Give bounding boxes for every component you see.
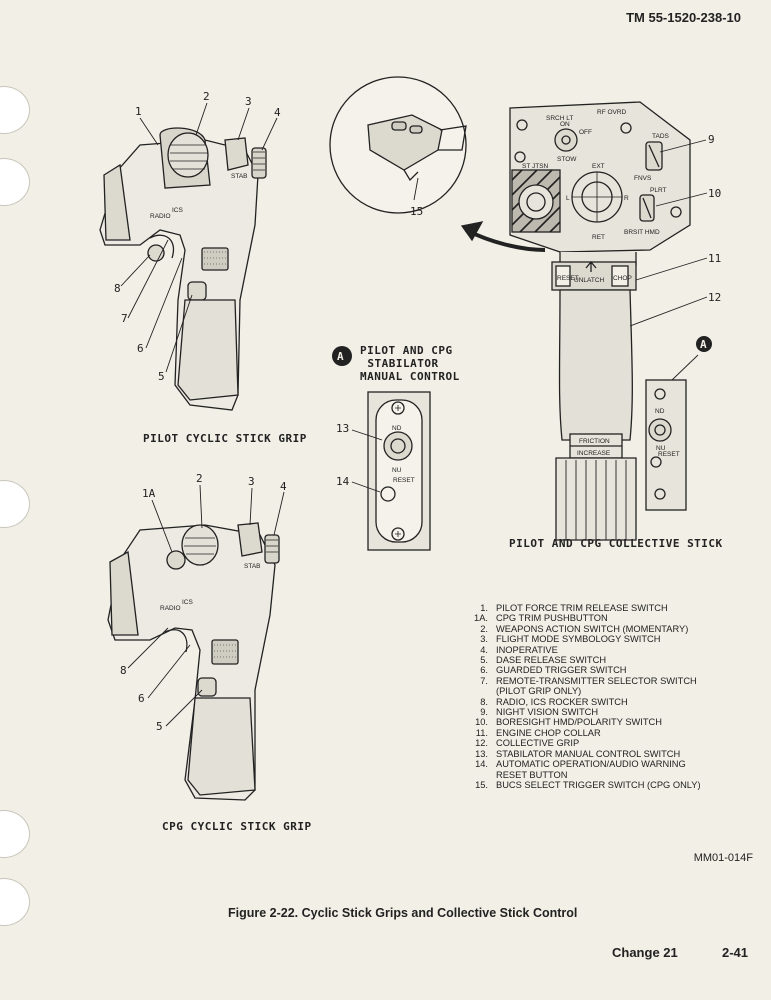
- legend-item: 7.REMOTE-TRANSMITTER SELECTOR SWITCH: [480, 675, 697, 686]
- l-label: L: [566, 195, 570, 202]
- legend-item: 10.BORESIGHT HMD/POLARITY SWITCH: [475, 717, 662, 728]
- callout-2-cpg: 2: [196, 472, 203, 485]
- ics-label: ICS: [172, 207, 184, 214]
- page-number: 2-41: [722, 945, 749, 960]
- detail-a-title: PILOT AND CPG STABILATOR MANUAL CONTROL: [360, 344, 460, 383]
- legend-item: 1.PILOT FORCE TRIM RELEASE SWITCH: [480, 603, 668, 613]
- legend-item: 14.AUTOMATIC OPERATION/AUDIO WARNING: [475, 759, 686, 770]
- callout-4-cpg: 4: [280, 480, 287, 493]
- legend-item: 9.NIGHT VISION SWITCH: [480, 707, 599, 718]
- legend-item-continuation: RESET BUTTON: [496, 769, 568, 780]
- reset-collar-label: RESET: [557, 275, 579, 282]
- callout-3-cpg: 3: [248, 475, 255, 488]
- reset-label: RESET: [393, 477, 415, 484]
- callout-5: 5: [158, 370, 165, 383]
- off-label: OFF: [579, 129, 592, 136]
- callout-7: 7: [121, 312, 128, 325]
- callout-14: 14: [336, 475, 350, 488]
- callout-12: 12: [708, 291, 721, 304]
- collective-grip-drawing: SRCH LT ON OFF STOW RF OVRD TADS FNVS PL…: [509, 101, 708, 541]
- chop-label: CHOP: [613, 275, 632, 282]
- parts-legend: 1.PILOT FORCE TRIM RELEASE SWITCH 1A.CPG…: [470, 603, 701, 790]
- srch-lt-label: SRCH LT: [546, 115, 573, 122]
- callout-13: 13: [336, 422, 349, 435]
- nu-label: NU: [392, 467, 402, 474]
- callout-2: 2: [203, 90, 210, 103]
- callout-8: 8: [114, 282, 121, 295]
- legend-item: 8.RADIO, ICS ROCKER SWITCH: [480, 696, 628, 707]
- legend-item-continuation: (PILOT GRIP ONLY): [496, 686, 582, 697]
- legend-item: 3.FLIGHT MODE SYMBOLOGY SWITCH: [480, 634, 661, 645]
- brsit-hmd-label: BRSIT HMD: [624, 229, 660, 236]
- figure-caption: Figure 2-22. Cyclic Stick Grips and Coll…: [228, 906, 578, 920]
- ext-label: EXT: [592, 163, 605, 170]
- figure-reference-code: MM01-014F: [693, 852, 753, 864]
- callout-10: 10: [708, 187, 721, 200]
- callout-1: 1: [135, 105, 142, 118]
- rf-ovrd-label: RF OVRD: [597, 109, 627, 116]
- stabilator-panel-drawing: ND NU RESET: [332, 346, 431, 551]
- friction-label: FRICTION: [579, 438, 610, 445]
- collective-caption: PILOT AND CPG COLLECTIVE STICK: [509, 537, 723, 550]
- callout-6: 6: [137, 342, 144, 355]
- legend-item: 11.ENGINE CHOP COLLAR: [475, 727, 601, 738]
- st-jtsn-label: ST JTSN: [522, 163, 549, 170]
- cpg-cyclic-caption: CPG CYCLIC STICK GRIP: [162, 820, 312, 833]
- stab-label-cpg: STAB: [244, 563, 261, 570]
- pilot-cyclic-caption: PILOT CYCLIC STICK GRIP: [143, 432, 307, 445]
- nu-small-label: NU: [656, 445, 666, 452]
- cpg-cyclic-grip-drawing: RADIO ICS STAB: [107, 484, 285, 801]
- unlatch-label: UNLATCH: [574, 277, 605, 284]
- legend-item: 13.STABILATOR MANUAL CONTROL SWITCH: [475, 748, 681, 759]
- legend-item: 4.INOPERATIVE: [480, 644, 558, 655]
- increase-label: INCREASE: [577, 450, 611, 457]
- callout-6-cpg: 6: [138, 692, 145, 705]
- callout-9: 9: [708, 133, 715, 146]
- callout-11: 11: [708, 252, 721, 265]
- radio-label: RADIO: [150, 213, 171, 220]
- on-label: ON: [560, 121, 570, 128]
- pilot-cyclic-grip-drawing: RADIO ICS STAB: [99, 102, 278, 411]
- callout-1a: 1A: [142, 487, 156, 500]
- plrt-label: PLRT: [650, 187, 667, 194]
- nd-small-label: ND: [655, 408, 665, 415]
- stow-label: STOW: [557, 156, 577, 163]
- callout-8-cpg: 8: [120, 664, 127, 677]
- fnvs-label: FNVS: [634, 175, 652, 182]
- nd-label: ND: [392, 425, 402, 432]
- legend-item: 1A.CPG TRIM PUSHBUTTON: [474, 613, 608, 624]
- ret-label: RET: [592, 234, 605, 241]
- r-label: R: [624, 195, 629, 202]
- radio-label-cpg: RADIO: [160, 605, 181, 612]
- bucs-trigger-detail: [329, 76, 546, 252]
- legend-item: 15.BUCS SELECT TRIGGER SWITCH (CPG ONLY): [475, 779, 701, 790]
- callout-4: 4: [274, 106, 281, 119]
- stab-label: STAB: [231, 173, 248, 180]
- change-number: Change 21: [612, 945, 678, 960]
- callout-3: 3: [245, 95, 252, 108]
- tads-label: TADS: [652, 133, 670, 140]
- callout-5-cpg: 5: [156, 720, 163, 733]
- legend-item: 2.WEAPONS ACTION SWITCH (MOMENTARY): [480, 623, 689, 634]
- callout-a-collective: A: [700, 338, 707, 351]
- reset-small-label: RESET: [658, 451, 680, 458]
- ics-label-cpg: ICS: [182, 599, 194, 606]
- document-number: TM 55-1520-238-10: [626, 10, 741, 25]
- legend-item: 12.COLLECTIVE GRIP: [475, 738, 580, 749]
- callout-a-detail: A: [337, 350, 344, 363]
- callout-15: 15: [410, 205, 423, 218]
- legend-item: 6.GUARDED TRIGGER SWITCH: [480, 665, 627, 676]
- legend-item: 5.DASE RELEASE SWITCH: [480, 655, 607, 666]
